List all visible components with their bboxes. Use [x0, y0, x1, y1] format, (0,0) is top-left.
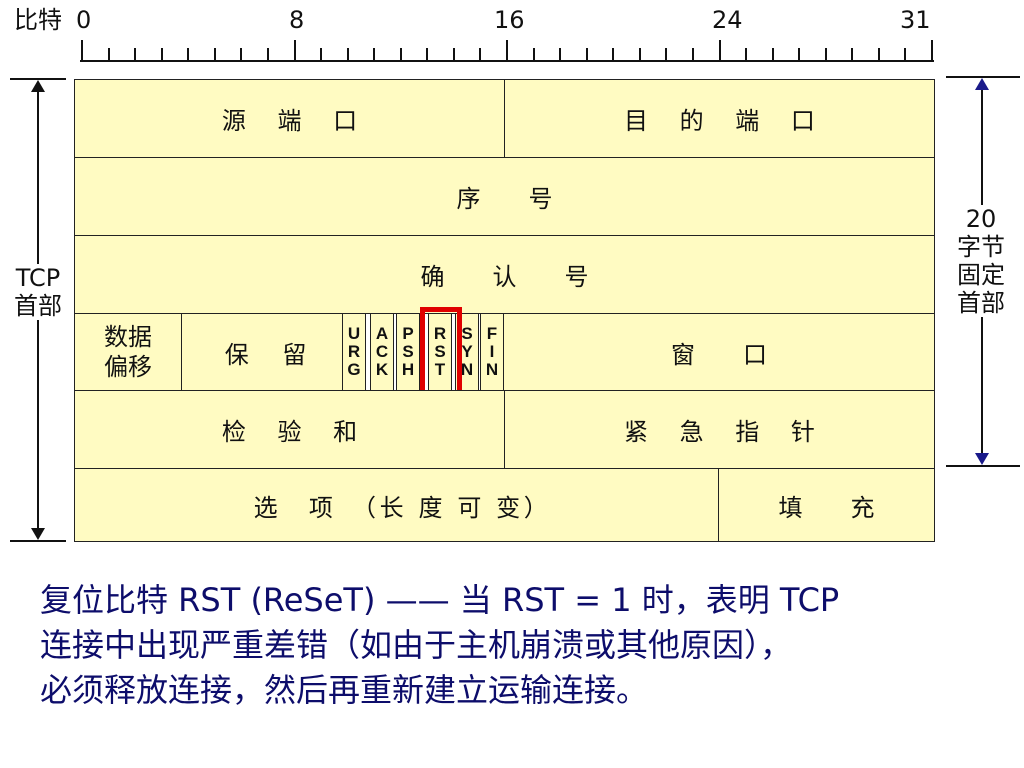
ruler-tick	[160, 48, 163, 60]
left-bracket-top	[10, 78, 66, 80]
ruler-tick	[904, 48, 907, 60]
ruler-tick	[877, 48, 880, 60]
ruler-tick	[585, 48, 588, 60]
ruler-tick	[665, 48, 668, 60]
ruler-mark-16: 16	[494, 6, 525, 34]
ruler-mark-31: 31	[900, 6, 931, 34]
ruler-mark-24: 24	[712, 6, 743, 34]
description-line-2: 连接中出现严重差错（如由于主机崩溃或其他原因），	[40, 626, 793, 664]
options-cell: 选 项 （长 度 可 变）	[74, 468, 719, 542]
destination-port-cell: 目 的 端 口	[504, 79, 935, 158]
left-bracket-bottom	[10, 540, 66, 542]
arrow-down-icon	[31, 528, 45, 540]
sequence-number-cell: 序 号	[74, 157, 935, 236]
ruler-tick	[745, 48, 748, 60]
window-cell: 窗 口	[503, 313, 935, 391]
ruler-tick	[266, 48, 269, 60]
padding-cell: 填 充	[718, 468, 935, 542]
ruler-tick	[293, 40, 296, 60]
arrow-up-icon	[31, 80, 45, 92]
checksum-cell: 检 验 和	[74, 390, 505, 469]
reserved-cell: 保 留	[181, 313, 343, 391]
ruler-mark-8: 8	[289, 6, 305, 34]
ruler-tick	[320, 48, 323, 60]
ruler-tick	[612, 48, 615, 60]
ruler-tick	[691, 48, 694, 60]
ruler-tick	[134, 48, 137, 60]
description-line-3: 必须释放连接，然后再重新建立运输连接。	[40, 671, 649, 709]
ruler-tick	[426, 48, 429, 60]
ruler-tick	[771, 48, 774, 60]
urgent-pointer-cell: 紧 急 指 针	[504, 390, 935, 469]
ruler-tick	[81, 40, 83, 60]
ruler-tick	[638, 48, 641, 60]
ruler-mark-0: 0	[76, 6, 92, 34]
ruler-tick	[479, 48, 482, 60]
ruler-tick	[506, 40, 508, 60]
source-port-cell: 源 端 口	[74, 79, 505, 158]
ruler-tick	[559, 48, 562, 60]
ack-number-cell: 确 认 号	[74, 235, 935, 314]
ruler-tick	[107, 48, 110, 60]
right-bracket-top	[946, 76, 1020, 78]
arrow-up-icon	[975, 78, 989, 90]
ruler-tick	[213, 48, 216, 60]
ruler-tick	[851, 48, 854, 60]
arrow-down-icon	[975, 453, 989, 465]
ruler-tick	[346, 48, 349, 60]
data-offset-cell: 数据 偏移	[74, 313, 182, 391]
ruler-tick	[187, 48, 190, 60]
ruler-label-bits: 比特	[14, 6, 62, 34]
tcp-header-label: TCP 首部	[6, 264, 70, 320]
fixed-header-label: 20 字节 固定 首部	[950, 205, 1012, 317]
rst-description: 复位比特 RST (ReSeT) —— 当 RST = 1 时，表明 TCP 连…	[40, 578, 1010, 713]
ruler-tick	[718, 40, 721, 60]
ruler-tick	[452, 48, 455, 60]
ruler-tick	[240, 48, 243, 60]
rst-highlight-box	[420, 307, 462, 400]
ruler-tick	[532, 48, 535, 60]
ruler-tick	[824, 48, 827, 60]
right-bracket-bottom	[946, 465, 1020, 467]
description-line-1: 复位比特 RST (ReSeT) —— 当 RST = 1 时，表明 TCP	[40, 581, 840, 619]
ruler-baseline	[80, 60, 934, 62]
ruler-tick	[373, 48, 376, 60]
ruler-tick	[399, 48, 402, 60]
ruler-tick	[931, 40, 933, 60]
ruler-tick	[798, 48, 801, 60]
